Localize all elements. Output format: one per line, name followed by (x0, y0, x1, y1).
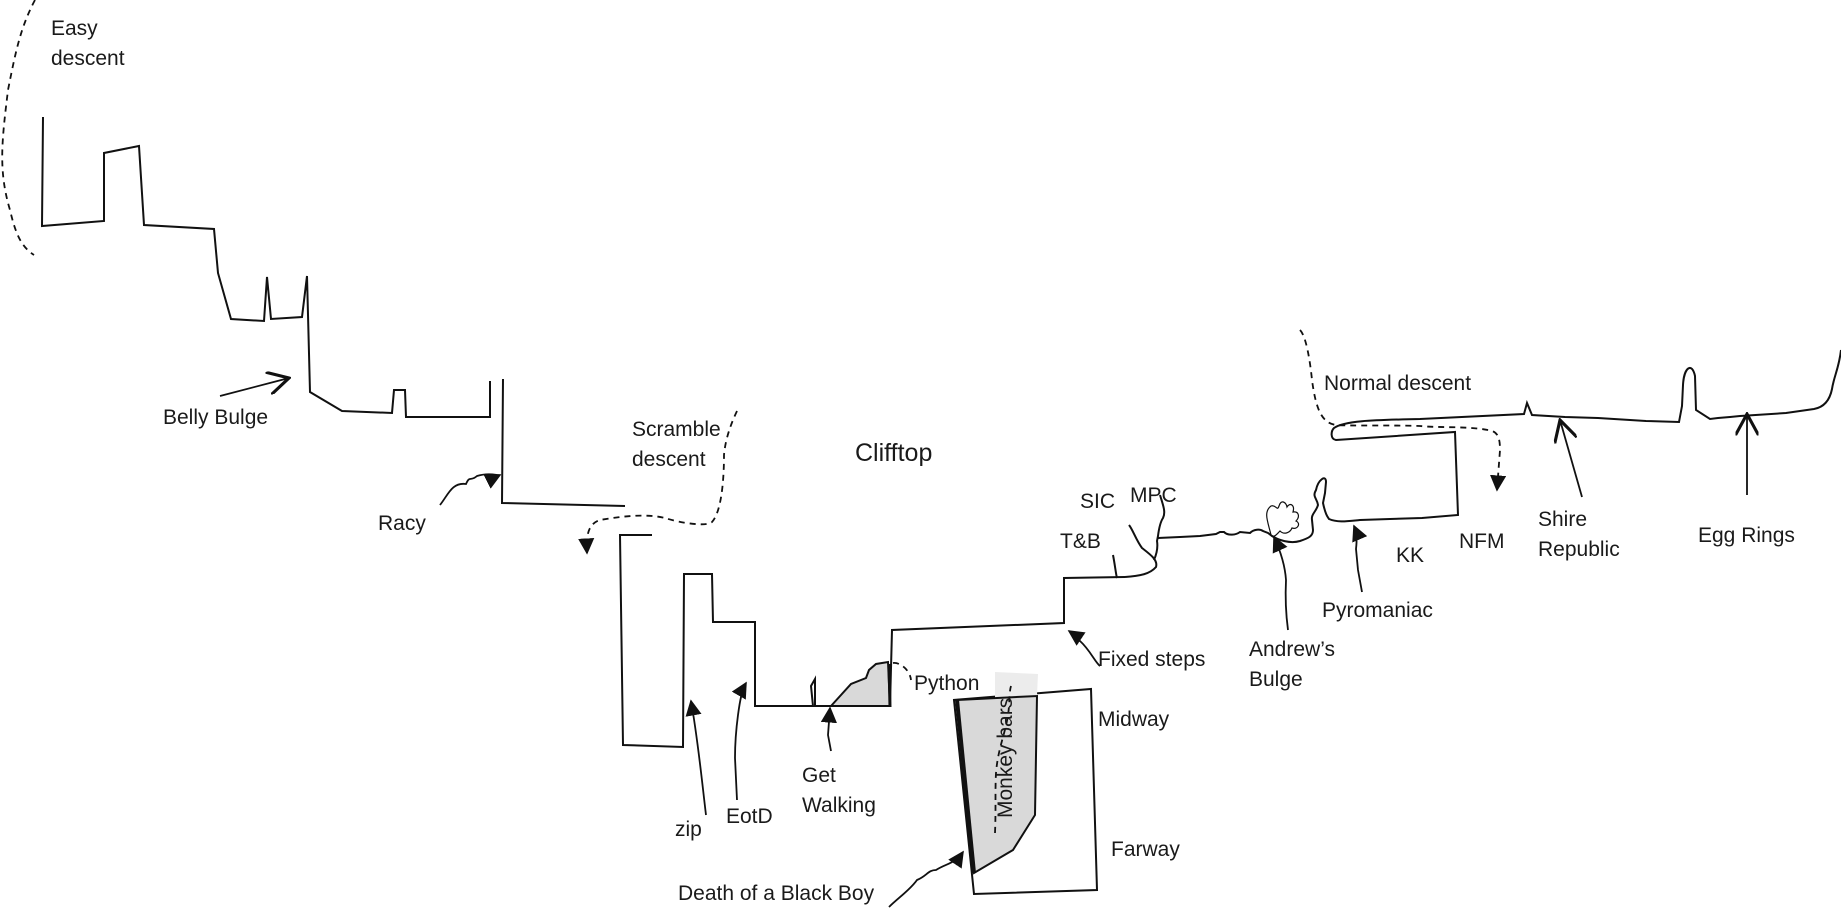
label-pyromaniac: Pyromaniac (1322, 599, 1433, 622)
shire-republic-arrow (1560, 420, 1583, 498)
label-nfm: NFM (1459, 530, 1505, 553)
label-eotd: EotD (726, 805, 773, 828)
label-death-of-a-black-boy: Death of a Black Boy (678, 882, 875, 905)
label-normal-descent: Normal descent (1324, 372, 1472, 395)
label-belly-bulge: Belly Bulge (163, 406, 269, 429)
pyromaniac-arrow (1352, 524, 1368, 593)
belly-bulge-arrow (219, 378, 289, 397)
label-andrews-bulge-line2: Bulge (1249, 668, 1303, 691)
monkey-bars-route (994, 685, 1012, 834)
label-easy-descent-line2: descent (51, 47, 125, 70)
label-mpc: MPC (1130, 484, 1177, 507)
label-zip: zip (675, 818, 702, 841)
label-python: Python (914, 672, 980, 695)
label-get-walking-line1: Get (802, 764, 836, 787)
label-andrews-bulge-line1: Andrew’s (1249, 638, 1335, 661)
python-route (892, 662, 912, 681)
label-shire-republic-line2: Republic (1538, 538, 1620, 561)
python-line-bold (887, 663, 892, 708)
eotd-arrow (731, 681, 747, 801)
cliff-edge-racy (500, 378, 626, 507)
cliff-edge-east-ledge (1157, 349, 1841, 544)
label-scramble-descent: Scramble descent (632, 415, 721, 475)
label-andrews-bulge: Andrew’s Bulge (1249, 635, 1335, 695)
python-slab (995, 672, 1038, 700)
label-get-walking-line2: Walking (802, 794, 876, 817)
zip-arrow (685, 699, 707, 816)
label-monkey-bars: Monkey bars (994, 697, 1017, 818)
label-fixed-steps: Fixed steps (1098, 648, 1206, 671)
andrews-bulge-bush (1266, 501, 1300, 537)
midway-farway-block (952, 687, 1099, 896)
label-clifftop: Clifftop (855, 439, 933, 467)
label-get-walking: Get Walking (802, 761, 876, 821)
death-of-a-black-boy-edge (955, 699, 976, 874)
label-farway: Farway (1111, 838, 1180, 861)
fixed-steps-arrow (1067, 630, 1101, 667)
label-shire-republic: Shire Republic (1538, 505, 1620, 565)
scramble-descent-route (578, 410, 738, 555)
cliff-edge-central (618, 534, 1126, 749)
label-sic: SIC (1080, 490, 1116, 513)
cliff-edge-west (40, 116, 491, 418)
label-racy: Racy (378, 512, 426, 535)
label-shire-republic-line1: Shire (1538, 508, 1588, 531)
label-easy-descent: Easy descent (51, 14, 125, 74)
label-kk: KK (1396, 544, 1425, 567)
easy-descent-route (1, 0, 36, 256)
label-scramble-descent-line2: descent (632, 448, 706, 471)
label-tb: T&B (1060, 530, 1101, 553)
label-scramble-descent-line1: Scramble (632, 418, 721, 441)
normal-descent-route (1299, 329, 1507, 492)
label-midway: Midway (1098, 708, 1170, 731)
get-walking-block (828, 660, 892, 707)
andrews-bulge-arrow (1272, 535, 1289, 631)
cliff-edge-mpc (1153, 494, 1166, 561)
racy-arrow (439, 473, 502, 506)
cliff-edge-sic (1124, 524, 1158, 578)
label-egg-rings: Egg Rings (1698, 524, 1795, 547)
death-of-a-black-boy-arrow (888, 850, 964, 908)
label-easy-descent-line1: Easy (51, 17, 98, 40)
cliff-edge-tb (1112, 554, 1118, 579)
get-walking-arrow (820, 706, 838, 752)
